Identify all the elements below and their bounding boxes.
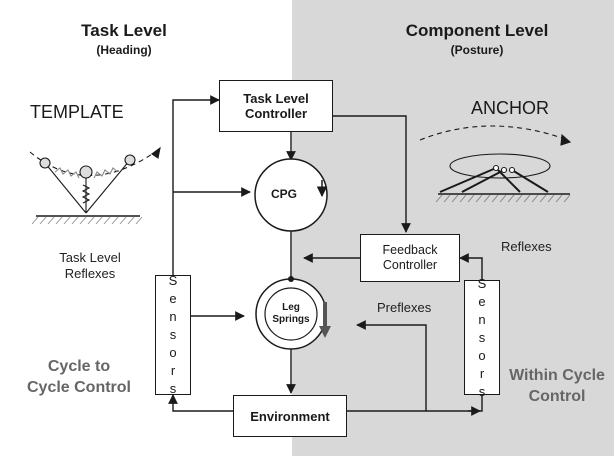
sensors-right-letter: n (478, 311, 486, 327)
sensors-left-letter: o (169, 345, 177, 360)
component-level-panel (292, 0, 614, 456)
anchor-illustration (419, 125, 572, 195)
cycle-to-cycle-control-label: Cycle to Cycle Control (14, 356, 144, 398)
leg-springs-inner-ring (264, 287, 318, 341)
sensors-left-letter: s (169, 381, 177, 396)
left-header-subtitle: (Heading) (96, 43, 152, 57)
template-illustration (29, 146, 161, 217)
task-level-controller-box: Task Level Controller (219, 80, 333, 132)
arrow-environment-to-right-sensors (347, 395, 483, 412)
arrow-right-sensors-to-feedback (459, 253, 483, 280)
feedback-controller-box: Feedback Controller (360, 234, 460, 282)
leg-springs-label: Leg Springs (270, 302, 312, 326)
anchor-ground-hatch (435, 194, 571, 203)
leg-springs-line1: Leg (282, 302, 300, 313)
within-cycle-control-label: Within Cycle Control (502, 365, 612, 407)
cpg-label: CPG (271, 187, 298, 201)
cycle-to-cycle-line2: Cycle Control (26, 379, 131, 396)
sensors-left-letter: S (168, 273, 178, 288)
sensors-left-letter: n (169, 309, 177, 324)
within-cycle-line2: Control (528, 388, 586, 405)
leg-springs-line2: Springs (272, 314, 310, 325)
sensors-right-box: S e n s o r s (464, 276, 500, 399)
left-header-title: Task Level (81, 21, 167, 40)
sensors-left-letter: r (170, 363, 176, 378)
cycle-to-cycle-line1: Cycle to (47, 358, 111, 375)
sensors-left-letter: s (169, 327, 177, 342)
arrow-environment-to-left-sensors (168, 394, 233, 412)
sensors-right-letter: r (479, 365, 485, 381)
sensors-left-letter: e (169, 291, 177, 306)
sensors-right-letter: s (478, 329, 486, 345)
environment-box: Environment (233, 395, 347, 437)
task-level-controller-line2: Controller (244, 106, 308, 121)
arrow-preflexes (356, 320, 427, 411)
task-level-reflexes-line1: Task Level (59, 250, 121, 265)
anchor-label: ANCHOR (471, 98, 550, 118)
sensors-right-letter: o (478, 347, 486, 363)
preflexes-label: Preflexes (377, 300, 432, 315)
task-level-controller-line1: Task Level (243, 91, 309, 106)
right-header-title: Component Level (405, 21, 549, 40)
sensors-right-letter: S (477, 275, 487, 291)
feedback-controller-line1: Feedback (382, 243, 438, 257)
within-cycle-line1: Within Cycle (509, 367, 605, 384)
arrow-sensors-to-controller (172, 95, 220, 275)
task-level-reflexes-line2: Reflexes (64, 266, 116, 281)
arrow-controller-to-feedback (331, 115, 411, 233)
task-level-reflexes-label: Task Level Reflexes (40, 250, 140, 282)
sensors-left-box: S e n s o r s (155, 273, 191, 396)
template-label: TEMPLATE (30, 102, 124, 122)
feedback-controller-line2: Controller (382, 258, 438, 272)
right-header-subtitle: (Posture) (450, 43, 504, 57)
sensors-right-letter: s (478, 383, 486, 399)
reflexes-label: Reflexes (501, 239, 552, 254)
template-ground-hatch (31, 216, 143, 225)
sensors-right-letter: e (478, 293, 486, 309)
